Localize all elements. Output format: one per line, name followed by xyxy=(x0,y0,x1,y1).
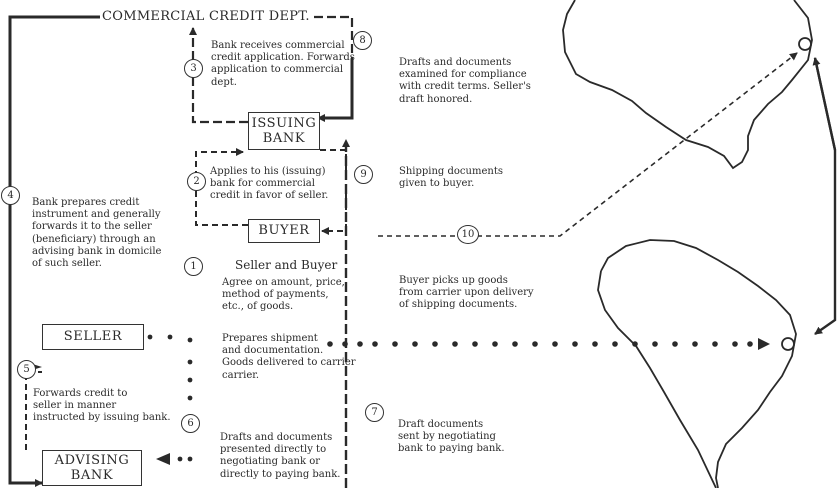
port-marker-south xyxy=(781,337,795,351)
step-4-text: Bank prepares credit instrument and gene… xyxy=(32,197,162,270)
south-america-map xyxy=(600,239,797,488)
step-4-marker: 4 xyxy=(1,186,20,205)
step-8-text: Drafts and documents examined for compli… xyxy=(399,57,531,105)
step-5-text: Forwards credit to seller in manner inst… xyxy=(33,388,171,424)
step-6-marker: 6 xyxy=(181,414,200,433)
step2-route-line xyxy=(195,148,248,226)
port-marker-north xyxy=(798,37,812,51)
step-10-marker: 10 xyxy=(457,225,479,244)
step-7-marker: 7 xyxy=(365,403,384,422)
buyer-box: BUYER xyxy=(248,219,320,243)
step10-route-line xyxy=(378,52,798,237)
issuing-bank-box: ISSUING BANK xyxy=(248,112,320,150)
step-3-marker: 3 xyxy=(184,59,203,78)
step-1-text: Agree on amount, price, method of paymen… xyxy=(222,277,345,313)
step-2-marker: 2 xyxy=(187,172,206,191)
step5-route-line xyxy=(25,371,42,450)
commercial-credit-dept-label: COMMERCIAL CREDIT DEPT. xyxy=(100,9,312,24)
north-america-map xyxy=(562,0,813,170)
step-5-marker: 5 xyxy=(17,360,36,379)
step-6-text: Drafts and documents presented directly … xyxy=(220,432,341,480)
step-7-text: Draft documents sent by negotiating bank… xyxy=(398,419,505,455)
step9-route-line xyxy=(320,149,347,235)
step-1-title: Seller and Buyer xyxy=(235,258,338,272)
advising-bank-box: ADVISING BANK xyxy=(42,450,142,486)
step-2-text: Applies to his (issuing) bank for commer… xyxy=(210,166,329,202)
step8-arrow-into-bank xyxy=(317,60,354,122)
shipment-dotted-route xyxy=(327,338,770,350)
step-9-marker: 9 xyxy=(354,165,373,184)
seller-box: SELLER xyxy=(42,324,144,350)
step-9-text: Shipping documents given to buyer. xyxy=(399,166,503,190)
step-8-marker: 8 xyxy=(353,31,372,50)
step-1-marker: 1 xyxy=(184,257,203,276)
step4-route-line xyxy=(8,15,100,487)
shipment-note: Prepares shipment and documentation. Goo… xyxy=(222,333,356,381)
step-3-text: Bank receives commercial credit applicat… xyxy=(211,40,355,88)
pickup-note: Buyer picks up goods from carrier upon d… xyxy=(399,275,534,311)
